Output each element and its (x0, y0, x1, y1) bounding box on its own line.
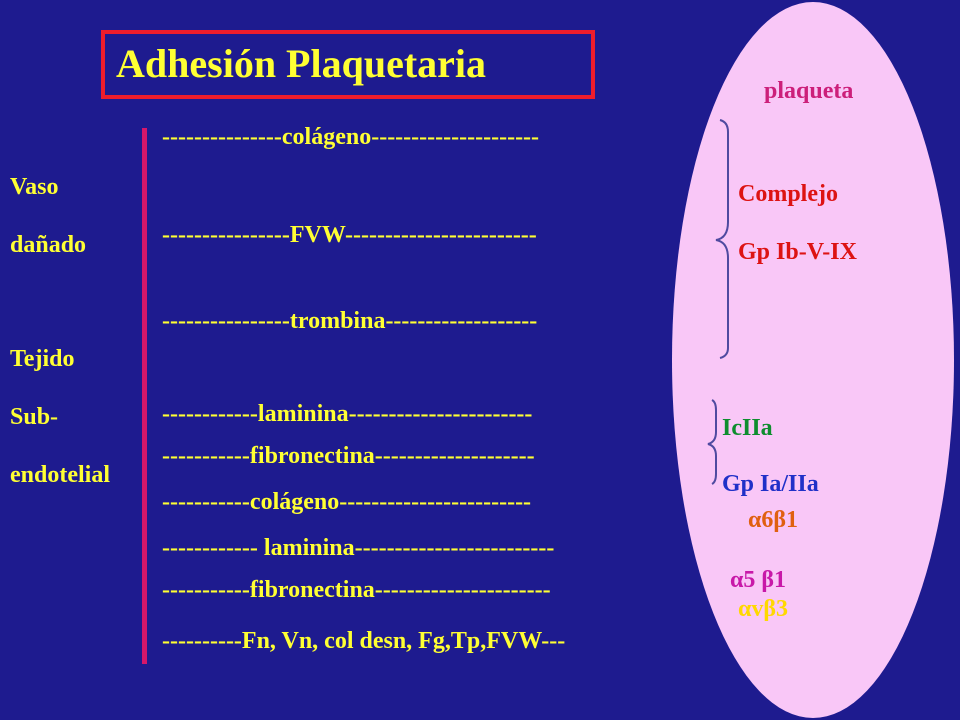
ligand-line-fvw: ----------------FVW---------------------… (162, 222, 537, 248)
title-frame (101, 30, 595, 99)
ligand-line-mixed: ----------Fn, Vn, col desn, Fg,Tp,FVW--- (162, 628, 566, 654)
platelet-label: plaqueta (764, 78, 854, 104)
icIIa-label: IcIIa (722, 415, 773, 441)
label-sub: Sub- (10, 404, 59, 430)
platelet-ellipse (672, 2, 954, 718)
label-tejido: Tejido (10, 346, 75, 372)
brace-gpia (707, 399, 717, 485)
ligand-line-colageno: ---------------colágeno-----------------… (162, 124, 540, 150)
gp-ib-label: Gp Ib-V-IX (738, 239, 857, 265)
a5b1-label: α5 β1 (730, 567, 787, 593)
label-danado: dañado (10, 232, 87, 258)
ligand-line-trombina: ----------------trombina----------------… (162, 308, 538, 334)
avb3-label: αvβ3 (738, 596, 789, 622)
ligand-line-colageno-2: -----------colágeno---------------------… (162, 489, 532, 515)
ligand-line-fibronectina-2: -----------fibronectina-----------------… (162, 577, 551, 603)
gp-ia-label: Gp Ia/IIa (722, 471, 819, 497)
label-endotelial: endotelial (10, 462, 110, 488)
ligand-line-laminina-2: ------------ laminina-------------------… (162, 535, 555, 561)
a6b1-label: α6β1 (748, 507, 799, 533)
complex-label: Complejo (738, 181, 838, 207)
vessel-wall-line (142, 128, 147, 664)
ligand-line-laminina: ------------laminina--------------------… (162, 401, 533, 427)
slide-title: Adhesión Plaquetaria (116, 41, 487, 86)
brace-complex (715, 119, 729, 359)
ligand-line-fibronectina: -----------fibronectina-----------------… (162, 443, 535, 469)
label-vaso: Vaso (10, 174, 59, 200)
